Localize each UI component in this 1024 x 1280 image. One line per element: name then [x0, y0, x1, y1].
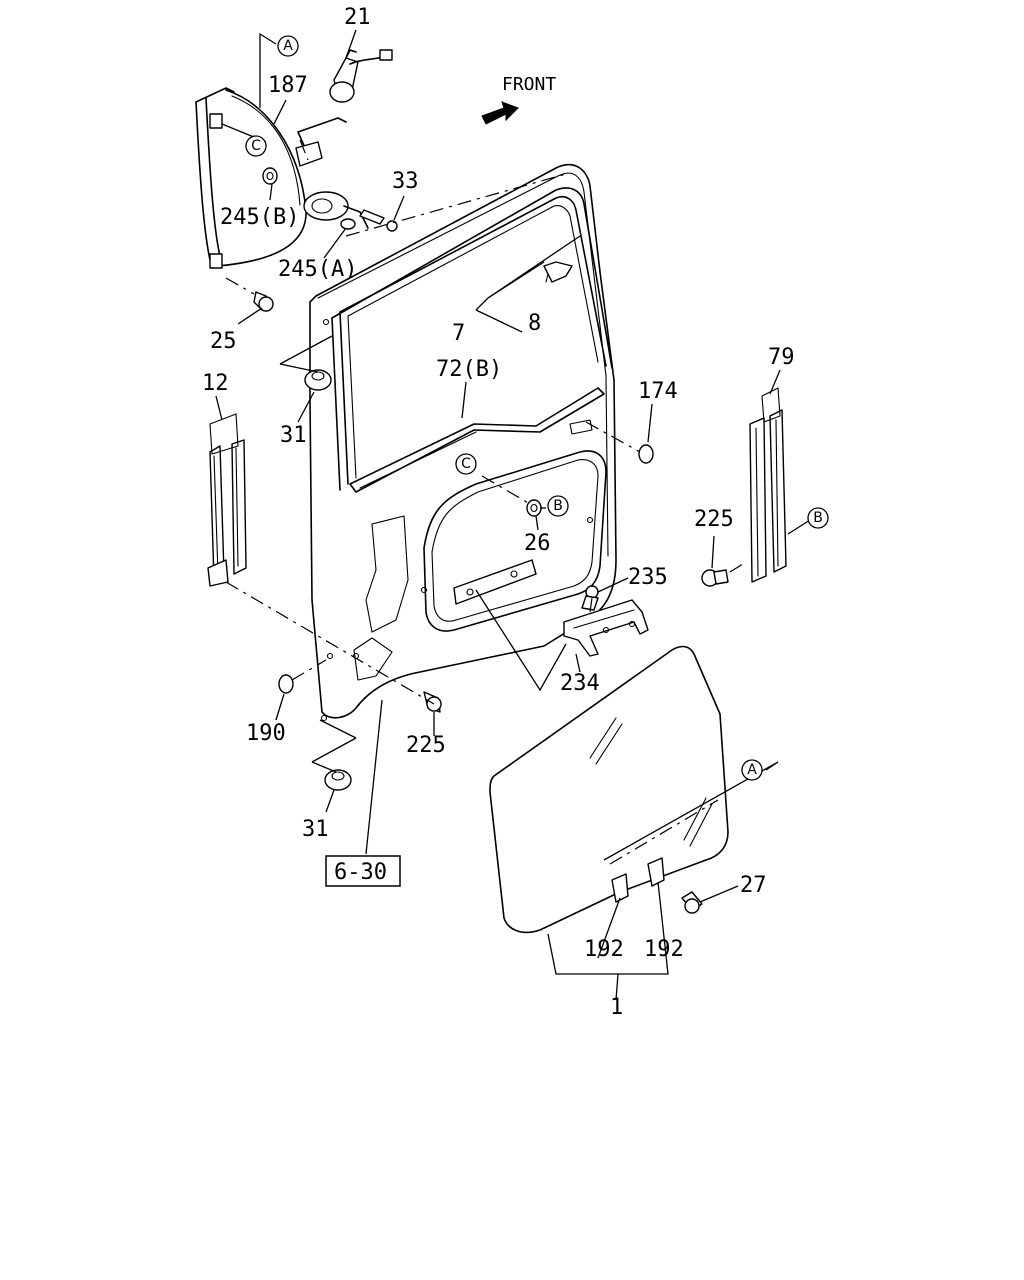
circled-ref-a-right: A: [741, 759, 763, 781]
callout-1: 1: [610, 995, 623, 1020]
front-label: FRONT: [502, 74, 556, 95]
svg-text:B: B: [553, 498, 563, 514]
svg-text:A: A: [747, 762, 757, 778]
callout-labels: 21 187 33 245(B) 245(A) 25 7 8 72(B) 174…: [202, 5, 795, 1020]
glass-run-latch: [543, 261, 573, 283]
bolt-225-right: [701, 569, 729, 587]
callout-26: 26: [524, 531, 551, 556]
dashed-connectors: [225, 139, 747, 865]
callout-27: 27: [740, 873, 767, 898]
callout-33: 33: [392, 169, 419, 194]
plug-190: [278, 674, 294, 694]
channel-12: [207, 413, 247, 587]
nut-26: [526, 499, 542, 517]
reference-box: 6-30: [325, 855, 401, 887]
callout-192-right: 192: [644, 937, 684, 962]
svg-text:B: B: [813, 510, 823, 526]
bolt-25: [253, 291, 274, 312]
callout-72b: 72(B): [436, 357, 502, 382]
svg-text:C: C: [461, 456, 471, 472]
callout-31-lower: 31: [302, 817, 329, 842]
bolt-235: [581, 585, 599, 611]
front-indicator: FRONT: [481, 74, 556, 125]
svg-text:C: C: [251, 138, 261, 154]
bracket-234: [563, 599, 649, 657]
grommet-31-lower: [324, 769, 352, 791]
reference-box-label: 6-30: [334, 860, 387, 885]
callout-192-left: 192: [584, 937, 624, 962]
window-regulator: [195, 87, 398, 269]
circled-ref-c-top: C: [245, 135, 267, 157]
leader-lines: [215, 29, 811, 1001]
callout-245b: 245(B): [220, 205, 299, 230]
callout-21: 21: [344, 5, 371, 30]
callout-235: 235: [628, 565, 668, 590]
channel-79: [749, 387, 787, 583]
svg-text:A: A: [283, 38, 293, 54]
callout-225-right: 225: [694, 507, 734, 532]
circled-ref-a-top: A: [277, 35, 299, 57]
callout-245a: 245(A): [278, 257, 357, 282]
callout-79: 79: [768, 345, 795, 370]
callout-8: 8: [528, 311, 541, 336]
circled-ref-b-right: B: [807, 507, 829, 529]
callout-190: 190: [246, 721, 286, 746]
front-arrow-icon: [481, 101, 519, 125]
callout-31-upper: 31: [280, 423, 307, 448]
bolt-27: [681, 891, 703, 914]
callout-234: 234: [560, 671, 600, 696]
callout-174: 174: [638, 379, 678, 404]
bolt-225-center: [423, 691, 442, 713]
door-panel: [309, 163, 617, 722]
door-glass: [489, 645, 729, 934]
callout-12: 12: [202, 371, 229, 396]
plug-174: [638, 444, 654, 464]
circled-ref-b-center: B: [547, 495, 569, 517]
callout-187: 187: [268, 73, 308, 98]
callout-25: 25: [210, 329, 237, 354]
callout-225-center: 225: [406, 733, 446, 758]
circled-ref-c-center: C: [455, 453, 477, 475]
callout-7: 7: [452, 321, 465, 346]
grommet-31-upper: [304, 369, 332, 391]
window-motor: [329, 49, 393, 103]
